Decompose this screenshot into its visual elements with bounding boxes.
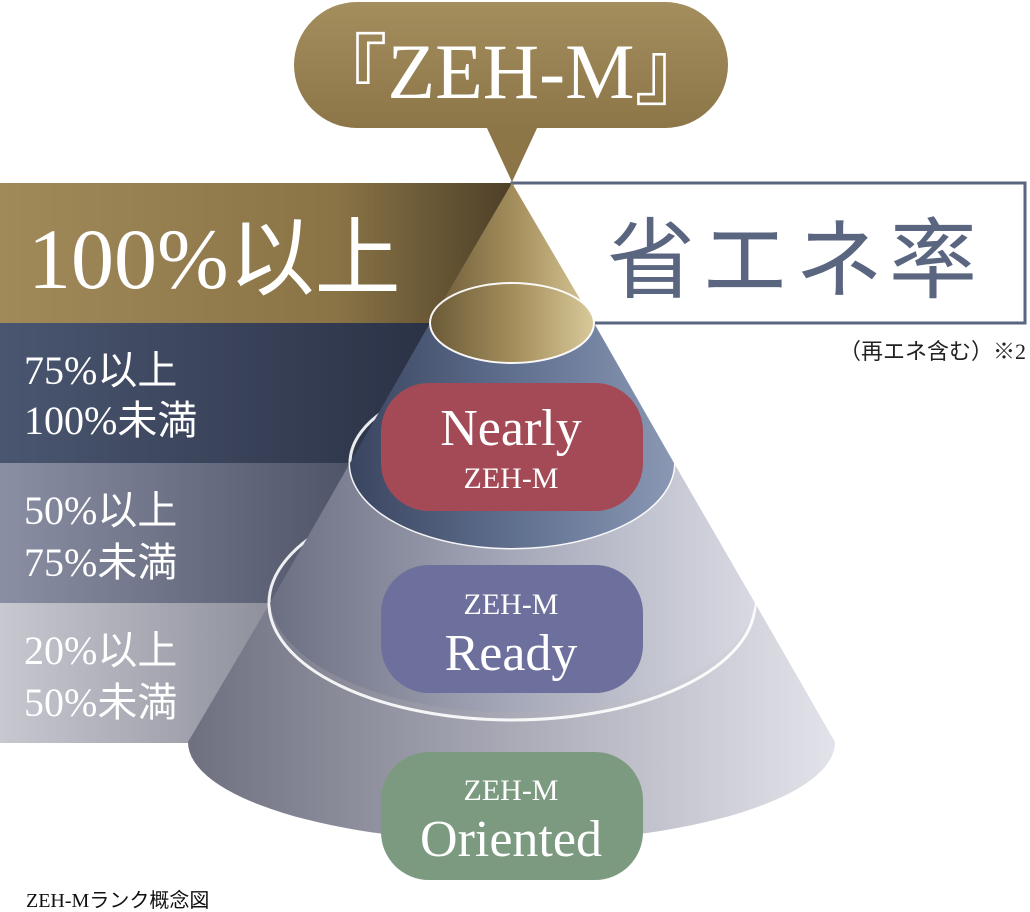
badge-oriented-line2: Oriented bbox=[420, 811, 602, 868]
top-bubble: 『ZEH-M』 bbox=[294, 2, 728, 182]
tier-label-20-line2: 50%未満 bbox=[24, 680, 177, 725]
badge-zeh-m-oriented: ZEH-M Oriented bbox=[381, 752, 643, 880]
cone-rim-gold bbox=[429, 282, 595, 364]
badge-ready-line2: Ready bbox=[445, 625, 578, 682]
top-bubble-label: 『ZEH-M』 bbox=[310, 28, 713, 115]
tier-label-50-line2: 75%未満 bbox=[24, 540, 177, 585]
tier-bands bbox=[0, 183, 560, 743]
tier-label-75-line2: 100%未満 bbox=[24, 398, 197, 443]
tier-label-100: 100%以上 bbox=[28, 211, 401, 307]
rate-box-note: （再エネ含む）※2 bbox=[839, 339, 1026, 364]
badge-ready-line1: ZEH-M bbox=[464, 588, 559, 621]
tier-band-75 bbox=[0, 323, 430, 463]
tier-label-20-line1: 20%以上 bbox=[24, 628, 177, 673]
badge-nearly-line1: Nearly bbox=[440, 400, 581, 457]
tier-label-75-line1: 75%以上 bbox=[24, 348, 177, 393]
tier-label-50-line1: 50%以上 bbox=[24, 488, 177, 533]
badge-zeh-m-ready: ZEH-M Ready bbox=[381, 565, 643, 693]
rate-box bbox=[510, 181, 1027, 325]
badge-nearly-zeh-m: Nearly ZEH-M bbox=[381, 383, 643, 511]
rate-box-label: 省エネ率 bbox=[607, 214, 983, 311]
badge-nearly-line2: ZEH-M bbox=[464, 462, 559, 495]
diagram-caption: ZEH-Mランク概念図 bbox=[26, 888, 209, 912]
badge-oriented-line1: ZEH-M bbox=[464, 774, 559, 807]
